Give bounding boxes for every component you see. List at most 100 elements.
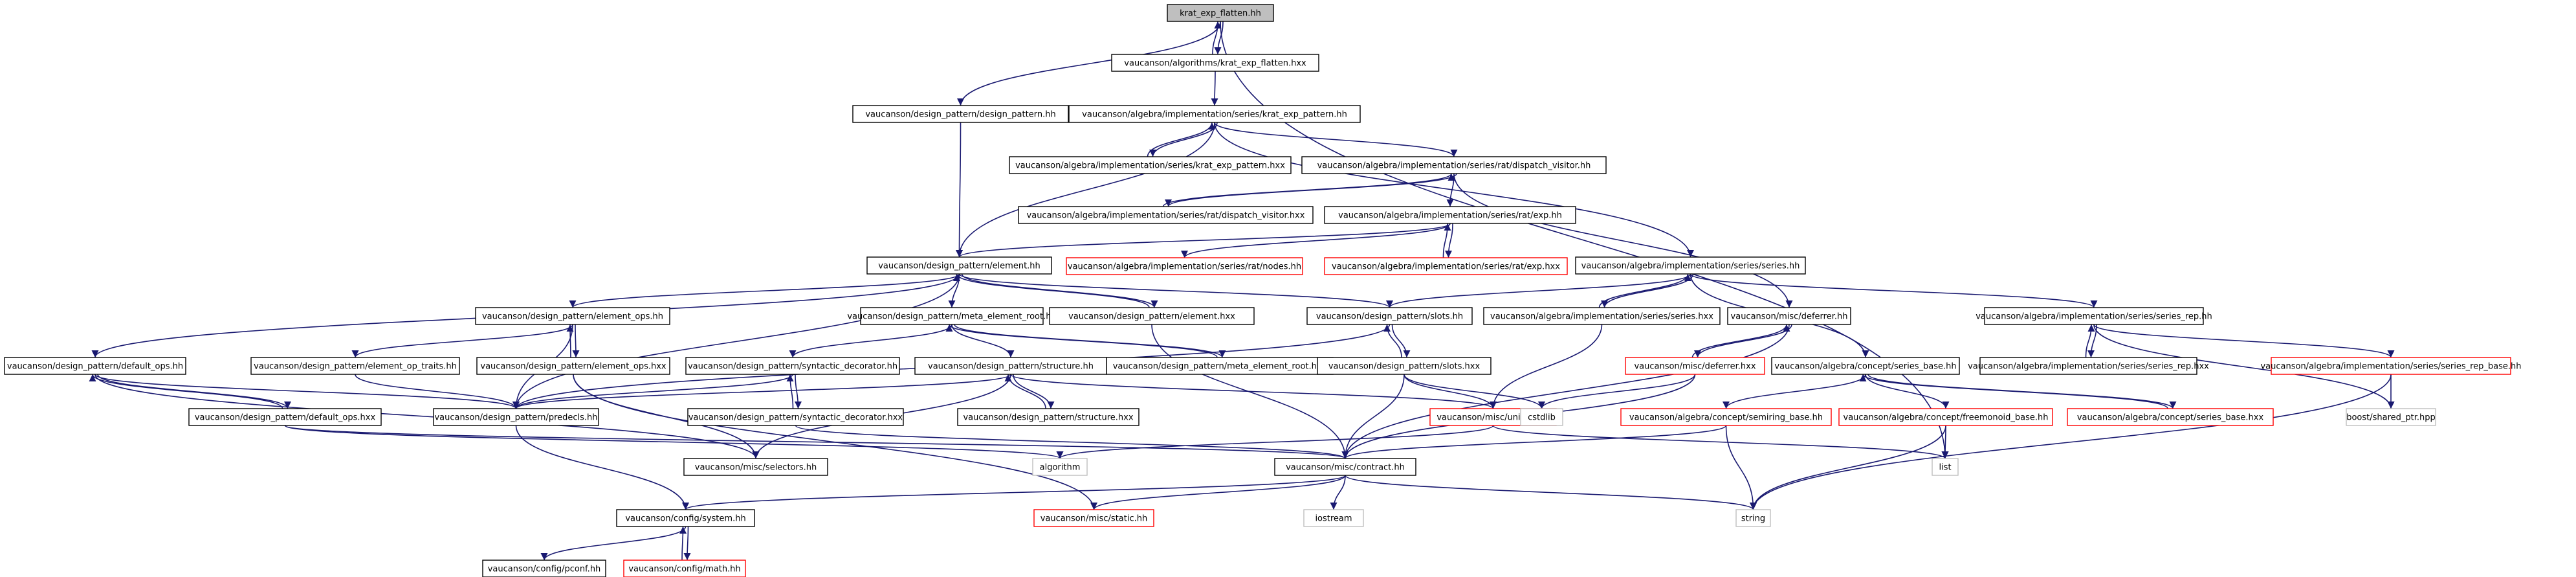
graph-node: cstdlib xyxy=(1520,408,1563,426)
dependency-edge xyxy=(1162,173,1455,207)
node-box xyxy=(1620,408,1832,426)
dependency-edge xyxy=(94,374,760,459)
graph-node[interactable]: vaucanson/misc/static.hh xyxy=(1033,509,1154,527)
node-label: vaucanson/algebra/implementation/series/… xyxy=(1332,262,1560,272)
graph-node[interactable]: vaucanson/misc/contract.hh xyxy=(1274,458,1416,476)
graph-node[interactable]: vaucanson/algebra/implementation/series/… xyxy=(1968,357,2209,375)
dependency-edge xyxy=(955,122,963,258)
graph-node[interactable]: vaucanson/design_pattern/syntactic_decor… xyxy=(685,357,900,375)
node-box xyxy=(1306,307,1473,325)
graph-node[interactable]: vaucanson/design_pattern/syntactic_decor… xyxy=(687,408,904,426)
node-box xyxy=(1483,307,1721,325)
graph-node[interactable]: vaucanson/algebra/concept/freemonoid_bas… xyxy=(1838,408,2053,426)
dependency-edge xyxy=(1865,374,1950,409)
node-label: vaucanson/algebra/concept/series_base.hx… xyxy=(2077,413,2264,423)
dependency-edge xyxy=(956,21,1221,106)
graph-node[interactable]: vaucanson/algebra/implementation/series/… xyxy=(1324,257,1568,275)
graph-node[interactable]: vaucanson/algebra/implementation/series/… xyxy=(1976,307,2212,325)
graph-node[interactable]: vaucanson/design_pattern/design_pattern.… xyxy=(852,105,1069,123)
node-label: vaucanson/misc/static.hh xyxy=(1040,514,1147,524)
dependency-edge xyxy=(679,526,687,561)
dependency-edge xyxy=(2087,324,2097,358)
graph-node[interactable]: vaucanson/design_pattern/default_ops.hxx xyxy=(188,408,382,426)
dependency-edge xyxy=(1690,273,2098,308)
node-box xyxy=(1033,509,1154,527)
graph-node[interactable]: vaucanson/algebra/implementation/series/… xyxy=(1068,105,1361,123)
graph-node[interactable]: vaucanson/algebra/implementation/series/… xyxy=(2260,357,2522,375)
graph-node[interactable]: vaucanson/algebra/concept/series_base.hx… xyxy=(2067,408,2274,426)
dependency-edge xyxy=(515,425,690,510)
node-label: vaucanson/algebra/concept/freemonoid_bas… xyxy=(1844,413,2049,423)
node-box xyxy=(616,509,755,527)
dependency-edge xyxy=(1341,324,1790,459)
node-label: vaucanson/algorithms/krat_exp_flatten.hx… xyxy=(1124,59,1306,69)
dependency-edge xyxy=(1489,324,1603,409)
dependency-edge xyxy=(1214,21,1224,55)
graph-node[interactable]: vaucanson/misc/deferrer.hxx xyxy=(1625,357,1765,375)
node-label: vaucanson/design_pattern/default_ops.hxx xyxy=(195,413,376,423)
node-box xyxy=(1032,458,1088,476)
node-label: vaucanson/config/pconf.hh xyxy=(488,565,601,574)
node-label: vaucanson/algebra/implementation/series/… xyxy=(1317,161,1591,171)
graph-node[interactable]: vaucanson/design_pattern/predecls.hh xyxy=(433,408,599,426)
dependency-edge xyxy=(1859,374,2168,409)
node-box xyxy=(1111,54,1319,72)
graph-node[interactable]: vaucanson/design_pattern/slots.hh xyxy=(1306,307,1473,325)
node-box xyxy=(1324,257,1568,275)
graph-node[interactable]: vaucanson/algebra/implementation/series/… xyxy=(1018,206,1314,224)
dependency-edge xyxy=(1181,223,1451,258)
graph-node[interactable]: vaucanson/design_pattern/element_ops.hh xyxy=(475,307,670,325)
graph-node[interactable]: vaucanson/design_pattern/meta_element_ro… xyxy=(1106,357,1334,375)
node-label: vaucanson/design_pattern/syntactic_decor… xyxy=(688,413,903,423)
dependency-edge xyxy=(1453,173,1793,308)
dependency-edge xyxy=(1341,374,1405,459)
graph-node: string xyxy=(1735,509,1771,527)
graph-node[interactable]: vaucanson/misc/selectors.hh xyxy=(683,458,828,476)
node-label: vaucanson/algebra/implementation/series/… xyxy=(1490,312,1713,322)
graph-node[interactable]: vaucanson/design_pattern/structure.hh xyxy=(914,357,1107,375)
node-label: vaucanson/design_pattern/element.hxx xyxy=(1068,312,1235,322)
graph-node[interactable]: vaucanson/algebra/concept/series_base.hh xyxy=(1771,357,1960,375)
graph-node[interactable]: vaucanson/algebra/concept/semiring_base.… xyxy=(1620,408,1832,426)
node-label: algorithm xyxy=(1040,463,1081,473)
node-label: vaucanson/algebra/implementation/series/… xyxy=(2260,362,2521,372)
dependency-edge xyxy=(1013,374,1055,409)
graph-node[interactable]: vaucanson/algebra/implementation/series/… xyxy=(1483,307,1721,325)
node-box xyxy=(475,307,670,325)
graph-node[interactable]: vaucanson/design_pattern/element_op_trai… xyxy=(250,357,460,375)
graph-node[interactable]: vaucanson/config/pconf.hh xyxy=(482,560,606,577)
node-label: vaucanson/design_pattern/element.hh xyxy=(878,262,1040,271)
node-box xyxy=(1771,357,1960,375)
node-label: string xyxy=(1741,514,1765,524)
graph-node[interactable]: vaucanson/design_pattern/element_ops.hxx xyxy=(476,357,670,375)
node-label: vaucanson/algebra/implementation/series/… xyxy=(1976,312,2212,322)
graph-node[interactable]: vaucanson/algebra/implementation/series/… xyxy=(1575,256,1806,275)
graph-node[interactable]: vaucanson/algorithms/krat_exp_flatten.hx… xyxy=(1111,54,1319,72)
graph-node[interactable]: vaucanson/misc/deferrer.hh xyxy=(1727,307,1851,325)
graph-node[interactable]: vaucanson/design_pattern/default_ops.hh xyxy=(4,357,186,375)
graph-node[interactable]: vaucanson/algebra/implementation/series/… xyxy=(1066,257,1303,275)
dependency-edge xyxy=(355,374,520,409)
dependency-edge xyxy=(540,526,687,561)
graph-node[interactable]: vaucanson/design_pattern/structure.hxx xyxy=(957,408,1139,426)
node-box xyxy=(1066,257,1303,275)
graph-node[interactable]: vaucanson/algebra/implementation/series/… xyxy=(1324,206,1576,224)
node-box xyxy=(852,105,1069,123)
graph-node[interactable]: vaucanson/design_pattern/element.hh xyxy=(866,256,1052,275)
graph-node[interactable]: vaucanson/design_pattern/slots.hxx xyxy=(1317,357,1492,375)
dependency-edge xyxy=(1492,425,1949,459)
graph-node[interactable]: vaucanson/algebra/implementation/series/… xyxy=(1009,156,1292,174)
dependency-edge xyxy=(1693,324,1792,358)
dependency-edge xyxy=(566,324,574,358)
graph-node[interactable]: vaucanson/config/math.hh xyxy=(623,560,746,577)
graph-node[interactable]: vaucanson/config/system.hh xyxy=(616,509,755,527)
graph-node[interactable]: vaucanson/design_pattern/element.hxx xyxy=(1049,307,1255,325)
node-box xyxy=(482,560,606,577)
graph-node[interactable]: vaucanson/design_pattern/meta_element_ro… xyxy=(847,307,1057,325)
node-box xyxy=(683,458,828,476)
dependency-edge xyxy=(945,324,1218,358)
node-label: vaucanson/design_pattern/element_ops.hxx xyxy=(480,362,666,372)
dependency-edge xyxy=(1010,374,1497,409)
graph-node[interactable]: vaucanson/algebra/implementation/series/… xyxy=(1301,156,1607,174)
dependency-edge xyxy=(572,324,580,358)
